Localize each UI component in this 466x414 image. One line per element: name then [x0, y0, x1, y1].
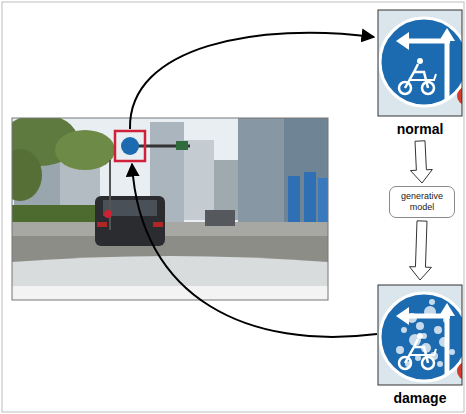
damage-noise-part: [437, 361, 443, 367]
curved-arrow: [130, 33, 374, 129]
damage-noise-part: [396, 346, 404, 354]
image-panel: normal: [377, 8, 463, 138]
street-photo-part: [12, 286, 328, 300]
box-label: generative model: [394, 191, 450, 213]
street-photo-part: [288, 176, 300, 228]
street-photo-part: [104, 210, 112, 218]
image-caption: damage: [377, 390, 463, 406]
block-arrow: [410, 141, 432, 183]
damage-noise-part: [409, 334, 421, 346]
damage-noise-part: [421, 333, 427, 339]
damage-noise-part: [415, 355, 421, 361]
damage-noise-part: [407, 313, 417, 323]
damage-noise-part: [416, 322, 424, 330]
damage-noise-part: [424, 306, 436, 318]
street-photo-part: [184, 140, 214, 220]
image-border: [378, 285, 462, 385]
image-panel: damage: [377, 283, 463, 407]
highlight-box: [115, 131, 145, 161]
street-photo-part: [55, 130, 115, 170]
damage-noise-part: [429, 299, 435, 305]
image-caption: normal: [377, 121, 463, 137]
street-photo-part: [176, 141, 188, 150]
street-photo-part: [304, 172, 316, 228]
damage-noise: [396, 299, 455, 367]
process-box: generative model: [389, 186, 455, 218]
damage-noise-part: [443, 317, 449, 323]
street-photo-part: [12, 222, 328, 238]
normal-sign-image-part: [378, 10, 462, 116]
damage-noise-part: [439, 337, 449, 347]
damaged-sign-image: [378, 285, 462, 385]
normal-sign-image: [378, 10, 462, 116]
damage-noise-part: [430, 352, 438, 360]
damage-noise-part: [405, 361, 411, 367]
street-photo-part: [12, 118, 328, 300]
street-photo: [12, 118, 328, 300]
street-photo-part: [95, 196, 165, 246]
curved-arrow: [132, 164, 377, 337]
photo-border: [12, 118, 328, 300]
block-arrow: [409, 221, 431, 280]
street-photo-part: [97, 222, 107, 227]
image-border: [378, 10, 462, 116]
street-photo-part: [121, 137, 139, 155]
street-photo-part: [318, 178, 328, 228]
street-photo-part: [153, 222, 163, 227]
damage-noise-part: [401, 327, 407, 333]
street-photo-part: [12, 256, 328, 300]
street-photo-part: [109, 160, 111, 230]
damage-noise-part: [449, 349, 455, 355]
damage-noise-part: [434, 326, 442, 334]
street-photo-part: [205, 210, 235, 226]
street-photo-part: [12, 149, 42, 201]
street-photo-part: [284, 118, 328, 228]
damage-noise-part: [421, 343, 431, 353]
damaged-sign-image-part: [378, 285, 462, 385]
street-photo-part: [238, 118, 284, 223]
